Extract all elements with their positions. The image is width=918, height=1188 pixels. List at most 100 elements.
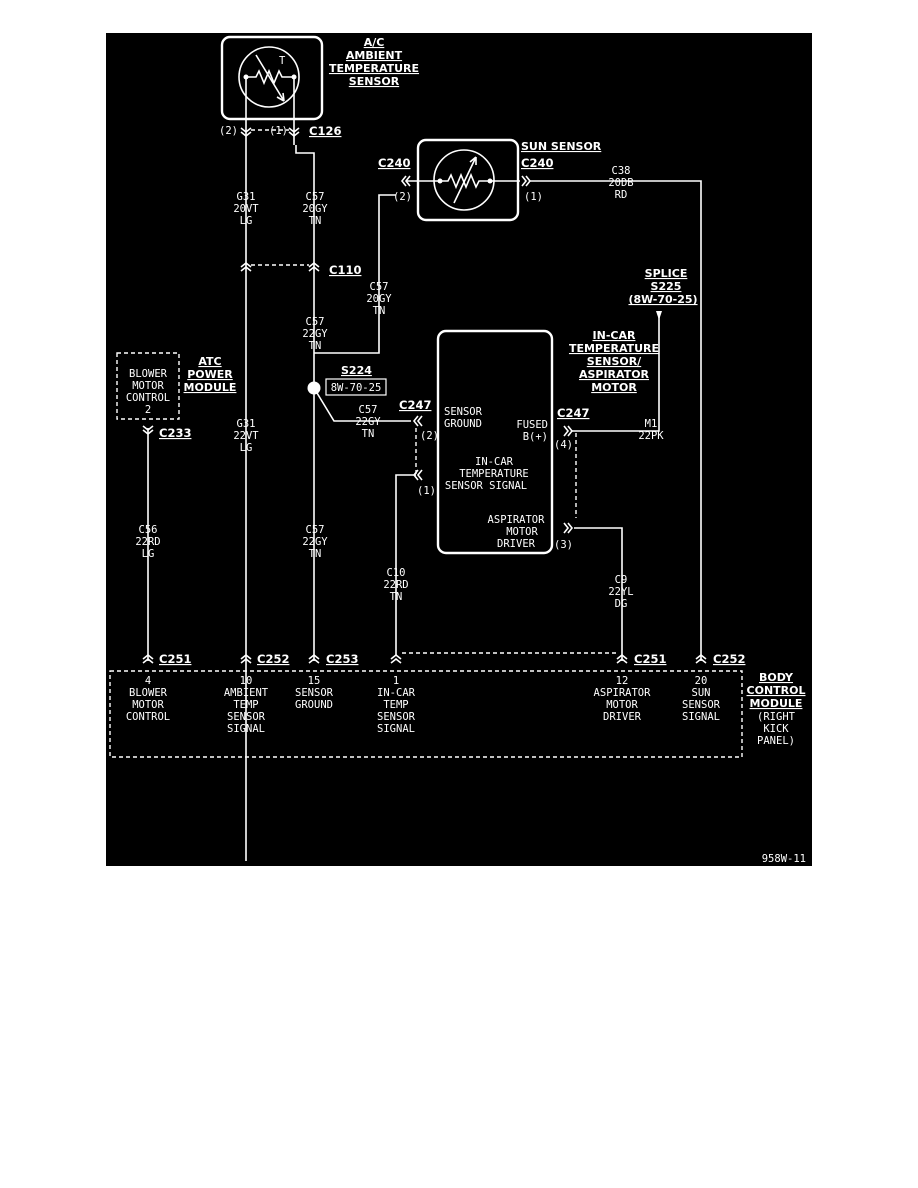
sun-sensor-title: SUN SENSOR <box>521 140 602 153</box>
bcm-pin-4-line-1: 1 <box>393 675 399 687</box>
bcm-pin-3-line-2: SENSOR <box>295 687 334 699</box>
wire-c57-short-color: TN <box>362 428 375 440</box>
wire-c10-gauge: 22RD <box>383 579 408 591</box>
connector-chevrons <box>142 127 707 664</box>
wire-c9 <box>574 527 623 661</box>
wires <box>147 93 702 861</box>
ambient-leads <box>245 77 295 130</box>
s224-title: S224 <box>341 364 372 377</box>
c247-pin-1: (1) <box>417 485 436 497</box>
wire-c10-color: TN <box>390 591 403 603</box>
sun-sensor <box>406 138 520 222</box>
bcm-pin-1-line-2: BLOWER <box>129 687 168 699</box>
wire-g31-low-gauge: 22VT <box>233 430 259 442</box>
bcm-title-line2: CONTROL <box>747 684 806 697</box>
bcm-pin-4-line-4: SENSOR <box>377 711 416 723</box>
s225-title-line1: SPLICE <box>645 267 688 280</box>
connector-c110: C110 <box>329 263 361 277</box>
c126-pin1-chevron-icon <box>288 127 300 138</box>
wire-c57-low-circuit: C57 <box>306 524 325 536</box>
incar-pin-aspirator-line1: ASPIRATOR <box>488 514 546 526</box>
wire-c57-mid-color: TN <box>309 340 322 352</box>
wire-c57-low-gauge: 22GY <box>302 536 328 548</box>
atc-box-line4: 2 <box>145 404 151 416</box>
incar-pin-signal-line3: SENSOR SIGNAL <box>445 480 527 492</box>
ambient-title-line3: TEMPERATURE <box>329 62 419 75</box>
bcm-title-line1: BODY <box>759 671 794 684</box>
bcm-title-line3: MODULE <box>750 697 803 710</box>
wire-g31-top-color: LG <box>240 215 253 227</box>
incar-sensor <box>436 329 554 555</box>
bcm-pin-5-line-1: 12 <box>616 675 629 687</box>
ambient-title-line2: AMBIENT <box>346 49 403 62</box>
bcm-pin-3-line-3: GROUND <box>295 699 333 711</box>
incar-title-line4: ASPIRATOR <box>579 368 650 381</box>
splice-s224-dot <box>307 381 321 395</box>
thermistor-icon <box>238 46 300 108</box>
s225-title-line3: (8W-70-25) <box>628 293 697 306</box>
incar-pin-signal-line1: IN-CAR <box>475 456 514 468</box>
incar-pin-signal-line2: TEMPERATURE <box>459 468 529 480</box>
ambient-title-line4: SENSOR <box>349 75 400 88</box>
s224-ref-box <box>325 378 387 396</box>
atc-power-module-box <box>116 352 180 420</box>
c240-left-chevron-icon <box>400 175 411 187</box>
wire-c38-gauge: 20DB <box>608 177 633 189</box>
bcm-pin-6-line-4: SIGNAL <box>682 711 720 723</box>
ambient-sensor: T <box>220 35 324 130</box>
c110-chevron-b-icon <box>308 261 320 272</box>
wire-c57-mid-gauge: 22GY <box>302 328 328 340</box>
connector-c240-left: C240 <box>378 156 410 170</box>
wire-c57-top-color: TN <box>309 215 322 227</box>
bcm-connector-chevron-icon-4 <box>390 653 402 664</box>
wire-g31-low-circuit: G31 <box>237 418 256 430</box>
s224-ref: 8W-70-25 <box>331 382 382 394</box>
bcm-location-line3: PANEL) <box>757 735 795 747</box>
bcm-connector-chevron-icon-6 <box>695 653 707 664</box>
bcm-connector-chevron-icon-3 <box>308 653 320 664</box>
bcm-pin-5-line-2: ASPIRATOR <box>594 687 652 699</box>
wiring-diagram: T A/C AMBIENT TEMPERATURE SENSOR (2) (1)… <box>106 33 812 866</box>
bcm-pin-5-line-4: DRIVER <box>603 711 642 723</box>
incar-pin-aspirator-line2: MOTOR <box>506 526 538 538</box>
c247-pin1-chevron-icon <box>412 469 423 481</box>
wire-c57-short-circuit: C57 <box>359 404 378 416</box>
wire-c56-gauge: 22RD <box>135 536 160 548</box>
labels: A/C AMBIENT TEMPERATURE SENSOR (2) (1) C… <box>126 36 806 865</box>
c126-pin-2: (2) <box>219 125 238 137</box>
bcm-location-line1: (RIGHT <box>757 711 796 723</box>
wire-m1-gauge: 22PK <box>638 430 664 442</box>
bcm-pin-2-line-4: SENSOR <box>227 711 266 723</box>
connector-c126: C126 <box>309 124 341 138</box>
atc-title-line3: MODULE <box>184 381 237 394</box>
c240-right-chevron-icon <box>521 175 532 187</box>
wire-g31-top-gauge: 20VT <box>233 203 259 215</box>
bcm-pin-3-line-1: 15 <box>308 675 321 687</box>
incar-pin-sensor-ground-line2: GROUND <box>444 418 482 430</box>
wire-c57-top-gauge: 20GY <box>302 203 328 215</box>
incar-title-line3: SENSOR/ <box>587 355 642 368</box>
bcm-pin-6-line-3: SENSOR <box>682 699 721 711</box>
bcm-pin-2-line-3: TEMP <box>233 699 258 711</box>
bcm-connector-chevron-icon-2 <box>240 653 252 664</box>
c240-pin-1: (1) <box>524 191 543 203</box>
atc-box-line2: MOTOR <box>132 380 164 392</box>
sun-sensor-box <box>416 138 520 222</box>
ambient-resistor-icon <box>246 68 294 86</box>
wire-c57-midleft-gauge: 20GY <box>366 293 392 305</box>
connector-c247-left: C247 <box>399 398 431 412</box>
wire-c57-midleft-circuit: C57 <box>370 281 389 293</box>
wire-c57-ground <box>295 145 315 661</box>
wiring-diagram-svg: T A/C AMBIENT TEMPERATURE SENSOR (2) (1)… <box>109 35 806 865</box>
bcm-pin-6-line-1: 20 <box>695 675 708 687</box>
wire-c38 <box>530 180 702 661</box>
wire-c57-low-color: TN <box>309 548 322 560</box>
bcm-pin-5-line-3: MOTOR <box>606 699 638 711</box>
incar-pin-fused-line2: B(+) <box>523 431 548 443</box>
ambient-arrow-icon <box>255 54 285 102</box>
bcm-pin-2-line-1: 10 <box>240 675 253 687</box>
bcm-pin-4-line-2: IN-CAR <box>377 687 416 699</box>
bcm-connector-chevron-icon-1 <box>142 653 154 664</box>
c233-chevron-icon <box>142 425 154 436</box>
bcm-pin-1-line-3: MOTOR <box>132 699 164 711</box>
